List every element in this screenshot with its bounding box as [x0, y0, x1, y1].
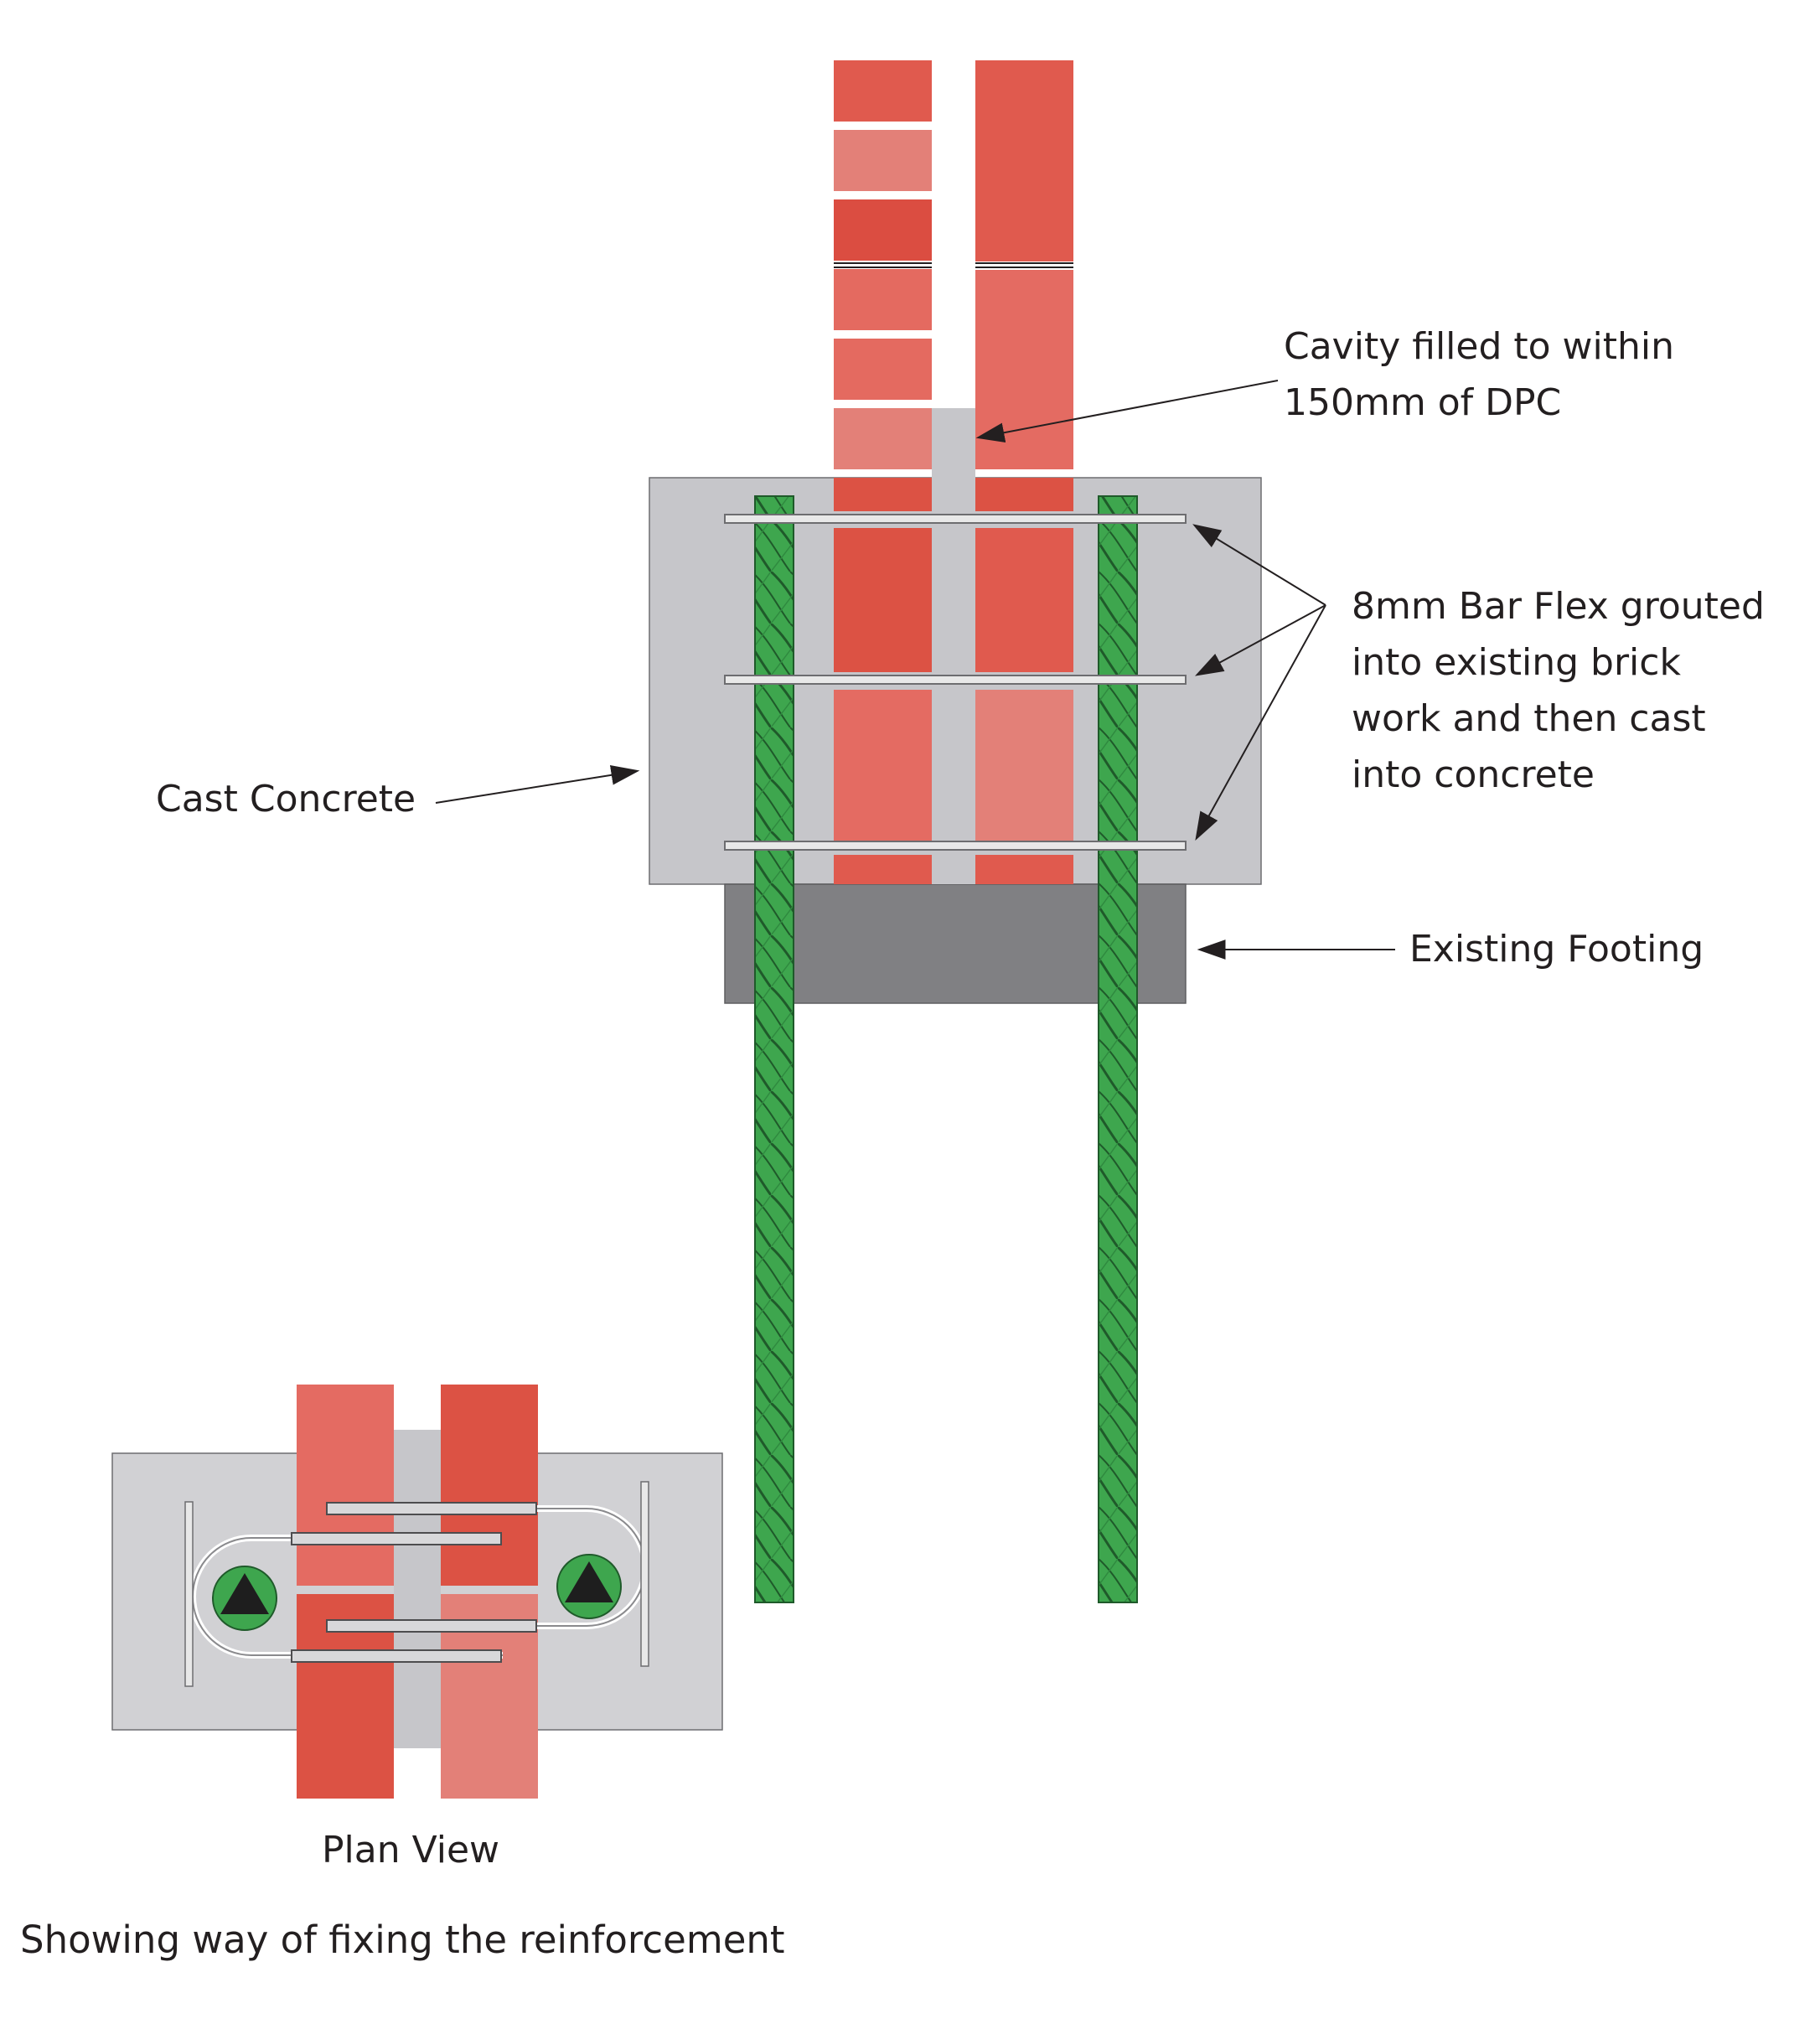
brick: [834, 199, 932, 261]
brick: [975, 270, 1073, 469]
brick: [834, 690, 932, 842]
bar-flex-ties: [724, 514, 1187, 851]
brick: [834, 60, 932, 122]
barflex-label-line3: work and then cast: [1352, 697, 1706, 740]
annotations: Cavity filled to within 150mm of DPC 8mm…: [156, 325, 1765, 971]
cast-concrete-arrow: [435, 765, 640, 804]
cast-concrete-label: Cast Concrete: [156, 778, 416, 820]
brick: [834, 855, 932, 884]
plan-brick: [297, 1385, 394, 1586]
brick: [975, 855, 1073, 884]
brick: [834, 478, 932, 511]
barflex-arrow: [1195, 604, 1326, 676]
plan-vertical-bar: [640, 1481, 649, 1667]
existing-footing-label: Existing Footing: [1409, 928, 1704, 971]
brick: [975, 60, 1073, 261]
brick: [975, 528, 1073, 672]
brick: [834, 269, 932, 330]
bar-flex-tie: [724, 675, 1187, 685]
plan-bar: [291, 1532, 502, 1545]
plan-bar: [326, 1619, 537, 1633]
plan-view-label: Plan View: [322, 1829, 499, 1871]
triangle-in-circle-icon: [556, 1554, 622, 1619]
brick: [975, 690, 1073, 842]
rebar-left: [754, 495, 794, 1603]
brick: [834, 528, 932, 672]
barflex-label-line1: 8mm Bar Flex grouted: [1352, 585, 1765, 628]
dpc-lines: [834, 262, 1073, 268]
barflex-label-line2: into existing brick: [1352, 641, 1681, 684]
brick: [834, 339, 932, 400]
plan-bar: [291, 1649, 502, 1663]
brick: [975, 478, 1073, 511]
barflex-label-line4: into concrete: [1352, 753, 1595, 796]
section-view: [649, 60, 1262, 1603]
brick: [834, 408, 932, 469]
barflex-arrow: [1192, 524, 1326, 606]
plan-cavity: [394, 1430, 441, 1748]
plan-vertical-bar: [184, 1501, 194, 1687]
left-brick-leaf: [834, 60, 932, 884]
triangle-in-circle-icon: [212, 1566, 277, 1631]
diagram-caption: Showing way of fixing the reinforcement: [20, 1918, 785, 1962]
plan-brick: [441, 1385, 538, 1586]
brick: [834, 130, 932, 191]
bar-flex-tie: [724, 514, 1187, 524]
bar-flex-tie: [724, 841, 1187, 851]
cavity-fill: [932, 408, 975, 884]
cavity-label-line2: 150mm of DPC: [1284, 381, 1561, 424]
cavity-label-line1: Cavity filled to within: [1284, 325, 1674, 368]
plan-view: Plan View: [111, 1385, 723, 1871]
cavity-arrow: [975, 380, 1279, 443]
right-brick-leaf: [975, 60, 1073, 884]
rebar-right: [1098, 495, 1138, 1603]
barflex-arrow: [1195, 604, 1326, 841]
plan-bar: [326, 1502, 537, 1515]
